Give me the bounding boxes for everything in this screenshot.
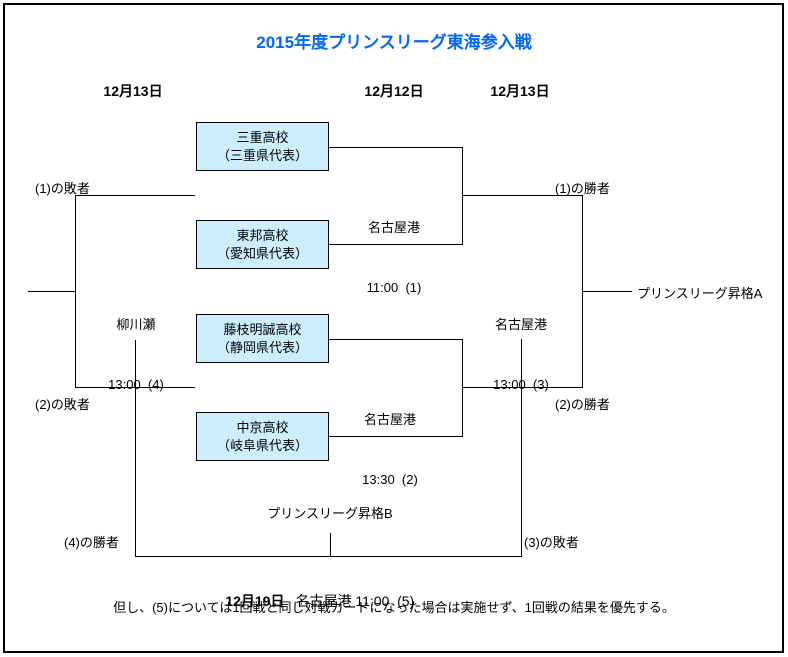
- team-name: 藤枝明誠高校: [223, 321, 302, 337]
- round-date-left: 12月13日: [103, 83, 163, 99]
- bracket-line-match4-vert: [75, 195, 76, 388]
- bracket-line-match4-out: [28, 291, 75, 292]
- match1-label: 名古屋港 11:00 (1): [367, 178, 422, 338]
- match3-venue: 名古屋港: [494, 317, 547, 332]
- team-box-mie: 三重高校 （三重県代表）: [196, 122, 329, 171]
- team-box-toho: 東邦高校 （愛知県代表）: [196, 220, 329, 269]
- team-rep: （愛知県代表）: [216, 245, 308, 261]
- bracket-line-chukyo-out: [329, 436, 462, 437]
- bracket-line-fujieda-out: [329, 339, 462, 340]
- match3-label: 名古屋港 13:00 (3): [493, 275, 549, 435]
- label-loser2: (2)の敗者: [35, 397, 90, 412]
- bracket-line-loser3-drop: [521, 339, 522, 557]
- bracket-line-match1-winner: [462, 195, 582, 196]
- label-loser3: (3)の敗者: [524, 535, 579, 550]
- round-date-middle: 12月12日: [364, 83, 424, 99]
- label-winner2: (2)の勝者: [555, 397, 610, 412]
- team-box-fujieda-meisei: 藤枝明誠高校 （静岡県代表）: [196, 314, 329, 363]
- outer-border: [3, 3, 784, 653]
- team-rep: （岐阜県代表）: [216, 437, 308, 453]
- match3-time: 13:00 (3): [493, 377, 549, 392]
- team-box-chukyo: 中京高校 （岐阜県代表）: [196, 412, 329, 461]
- label-winner4: (4)の勝者: [64, 535, 119, 550]
- label-promotion-a: プリンスリーグ昇格A: [637, 286, 763, 301]
- label-loser1: (1)の敗者: [35, 181, 90, 196]
- match1-time: 11:00 (1): [366, 280, 422, 295]
- footnote: 但し、(5)については1回戦と同じ対戦カードになった場合は実施せず、1回戦の結果…: [113, 600, 675, 615]
- match4-label: 柳川瀬 13:00 (4): [108, 275, 164, 435]
- team-name: 三重高校: [236, 129, 289, 145]
- team-rep: （三重県代表）: [216, 147, 308, 163]
- bracket-line-match2-vert: [462, 339, 463, 437]
- match2-label: 名古屋港 13:30 (2): [362, 370, 418, 530]
- match2-time: 13:30 (2): [362, 472, 418, 487]
- bracket-line-promotion-b: [330, 533, 331, 557]
- bracket-line-promotion-a: [582, 291, 632, 292]
- label-promotion-b: プリンスリーグ昇格B: [267, 506, 393, 521]
- final-match-venue-time: 名古屋港 11:00 (5): [295, 593, 415, 609]
- match4-time: 13:00 (4): [108, 377, 164, 392]
- round-date-right: 12月13日: [490, 83, 550, 99]
- team-rep: （静岡県代表）: [216, 339, 308, 355]
- team-name: 東邦高校: [236, 227, 289, 243]
- bracket-line-loser1-in: [75, 195, 195, 196]
- bracket-line-winner4-drop: [135, 340, 136, 557]
- bracket-line-match1-vert: [462, 147, 463, 245]
- bracket-line-toho-out: [329, 244, 462, 245]
- label-winner1: (1)の勝者: [555, 181, 610, 196]
- match2-venue: 名古屋港: [363, 412, 416, 427]
- match4-venue: 柳川瀬: [116, 317, 156, 332]
- final-match-date: 12月19日: [225, 593, 285, 609]
- team-name: 中京高校: [236, 419, 289, 435]
- page-title: 2015年度プリンスリーグ東海参入戦: [256, 33, 532, 52]
- bracket-line-mie-out: [329, 147, 462, 148]
- final-match-line: 12月19日名古屋港 11:00 (5): [210, 575, 415, 627]
- bracket-line-match5-horiz: [135, 556, 522, 557]
- bracket-line-match2-winner: [462, 387, 582, 388]
- match1-venue: 名古屋港: [367, 220, 420, 235]
